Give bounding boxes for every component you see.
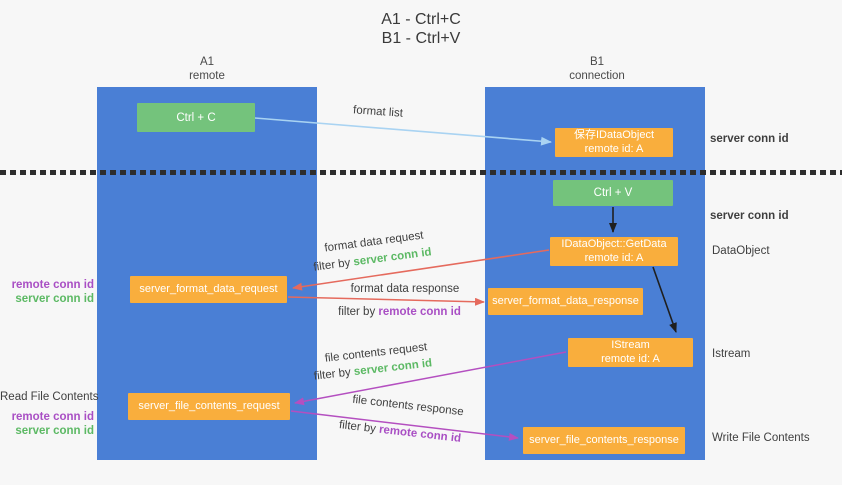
lifeline-a1-header: A1 remote xyxy=(127,55,287,83)
server-file-contents-response-box: server_file_contents_response xyxy=(523,427,685,454)
format-data-response-arrow xyxy=(287,296,485,306)
request-conn-ids-left: remote conn id server conn id xyxy=(0,278,94,306)
save-idataobject-line1: 保存IDataObject xyxy=(573,129,655,141)
dataobject-label: DataObject xyxy=(712,245,770,257)
lifeline-a1-role: remote xyxy=(189,70,225,82)
idataobject-getdata-box: IDataObject::GetData remote id: A xyxy=(550,237,678,266)
ctrl-v-box: Ctrl + V xyxy=(553,180,673,206)
server-file-contents-response-label: server_file_contents_response xyxy=(529,433,679,446)
ctrl-c-box: Ctrl + C xyxy=(137,103,255,132)
write-file-contents-label: Write File Contents xyxy=(712,432,810,444)
remote-conn-id-text: remote conn id xyxy=(11,411,94,423)
title-line-2: B1 - Ctrl+V xyxy=(381,30,461,47)
lifeline-b1-id: B1 xyxy=(589,56,605,68)
remote-conn-id-text: remote conn id xyxy=(11,279,94,291)
filter-by-remote-conn-id-label-1: filter by remote conn id xyxy=(332,306,467,318)
istream-box: IStream remote id: A xyxy=(568,338,693,367)
istream-side-label: Istream xyxy=(712,348,751,360)
ctrl-v-label: Ctrl + V xyxy=(593,187,633,199)
filter-by-text: filter by xyxy=(338,306,376,318)
server-format-data-request-box: server_format_data_request xyxy=(130,276,287,303)
idataobject-getdata-line1: IDataObject::GetData xyxy=(561,238,667,250)
file-request-conn-ids-left: remote conn id server conn id xyxy=(0,410,94,438)
format-data-response-label: format data response xyxy=(350,283,460,295)
format-list-arrow xyxy=(254,117,552,146)
file-contents-response-arrow xyxy=(290,410,519,441)
lifeline-b1-header: B1 connection xyxy=(517,55,677,83)
format-data-request-arrow xyxy=(292,249,550,291)
idataobject-getdata-line2: remote id: A xyxy=(584,251,644,264)
save-idataobject-box: 保存IDataObject remote id: A xyxy=(555,128,673,157)
server-conn-id-text: server conn id xyxy=(15,425,94,437)
istream-line1: IStream xyxy=(611,339,650,351)
ctrl-c-label: Ctrl + C xyxy=(176,111,216,124)
read-file-contents-label: Read File Contents xyxy=(0,391,99,403)
file-contents-request-arrow xyxy=(294,351,567,406)
diagram-title: A1 - Ctrl+C B1 - Ctrl+V xyxy=(0,10,842,48)
getdata-to-istream-arrow xyxy=(652,266,677,333)
istream-line2: remote id: A xyxy=(601,352,660,365)
server-conn-id-right-1: server conn id xyxy=(710,133,789,145)
lifeline-a1-id: A1 xyxy=(199,56,215,68)
server-file-contents-request-label: server_file_contents_request xyxy=(138,399,280,412)
server-format-data-response-label: server_format_data_response xyxy=(492,294,639,307)
save-idataobject-line2: remote id: A xyxy=(584,142,644,155)
server-conn-id-text: server conn id xyxy=(15,293,94,305)
server-conn-id-right-2: server conn id xyxy=(710,210,789,222)
server-file-contents-request-box: server_file_contents_request xyxy=(128,393,290,420)
remote-conn-id-text: remote conn id xyxy=(378,306,461,318)
lifeline-b1-role: connection xyxy=(569,70,625,82)
server-format-data-response-box: server_format_data_response xyxy=(488,288,643,315)
server-format-data-request-label: server_format_data_request xyxy=(139,282,278,295)
session-divider-line xyxy=(0,170,842,175)
title-line-1: A1 - Ctrl+C xyxy=(381,11,461,28)
